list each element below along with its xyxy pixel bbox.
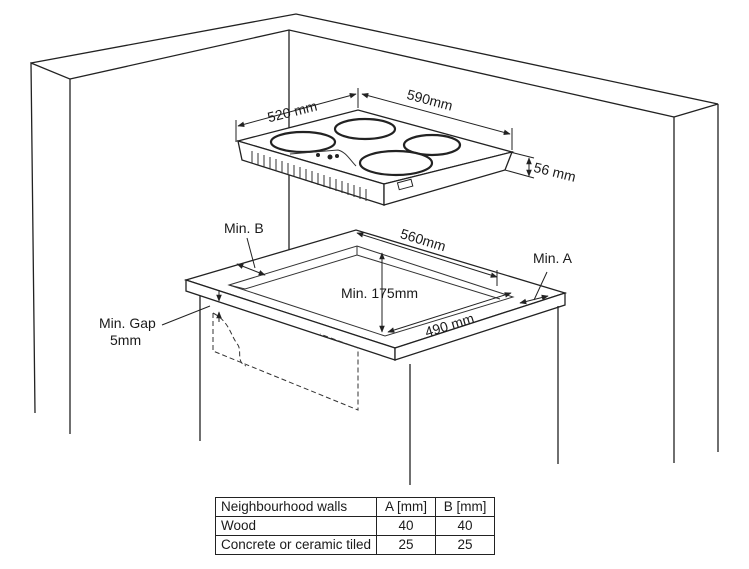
table-cell: 40 — [376, 516, 437, 536]
table-header-cell: A [mm] — [376, 497, 437, 517]
dimensions — [161, 88, 549, 333]
hob-connector — [396, 178, 414, 191]
label-hob-depth: 520 mm — [266, 98, 319, 126]
table-header-row: Neighbourhood walls A [mm] B [mm] — [214, 497, 496, 517]
label-min-depth: Min. 175mm — [341, 285, 418, 301]
table-cell: Wood — [214, 516, 378, 536]
control-dot — [327, 154, 333, 160]
label-min-gap-value: 5mm — [110, 332, 141, 348]
table-cell: 25 — [435, 535, 496, 555]
cabinet — [183, 229, 568, 485]
label-min-a: Min. A — [533, 250, 573, 266]
control-dot — [335, 154, 339, 158]
table-row: Wood 40 40 — [214, 516, 496, 536]
burner-left — [269, 130, 337, 154]
label-min-b: Min. B — [224, 220, 264, 236]
label-hob-width: 590mm — [405, 86, 454, 114]
burner-back-middle — [333, 117, 397, 141]
label-min-gap: Min. Gap — [99, 315, 156, 331]
control-panel — [289, 149, 357, 167]
table-row: Concrete or ceramic tiled 25 25 — [214, 535, 496, 555]
hob — [235, 109, 515, 206]
clearance-table: Neighbourhood walls A [mm] B [mm] Wood 4… — [214, 497, 496, 555]
table-cell: Concrete or ceramic tiled — [214, 535, 378, 555]
table-cell: 25 — [376, 535, 437, 555]
wall-enclosure — [30, 13, 719, 463]
hob-vents — [251, 151, 367, 201]
table-cell: 40 — [435, 516, 496, 536]
label-hob-height: 56 mm — [532, 159, 577, 185]
burner-front — [358, 149, 434, 177]
table-header-cell: Neighbourhood walls — [214, 497, 378, 517]
table-header-cell: B [mm] — [435, 497, 496, 517]
control-dot — [316, 153, 320, 157]
